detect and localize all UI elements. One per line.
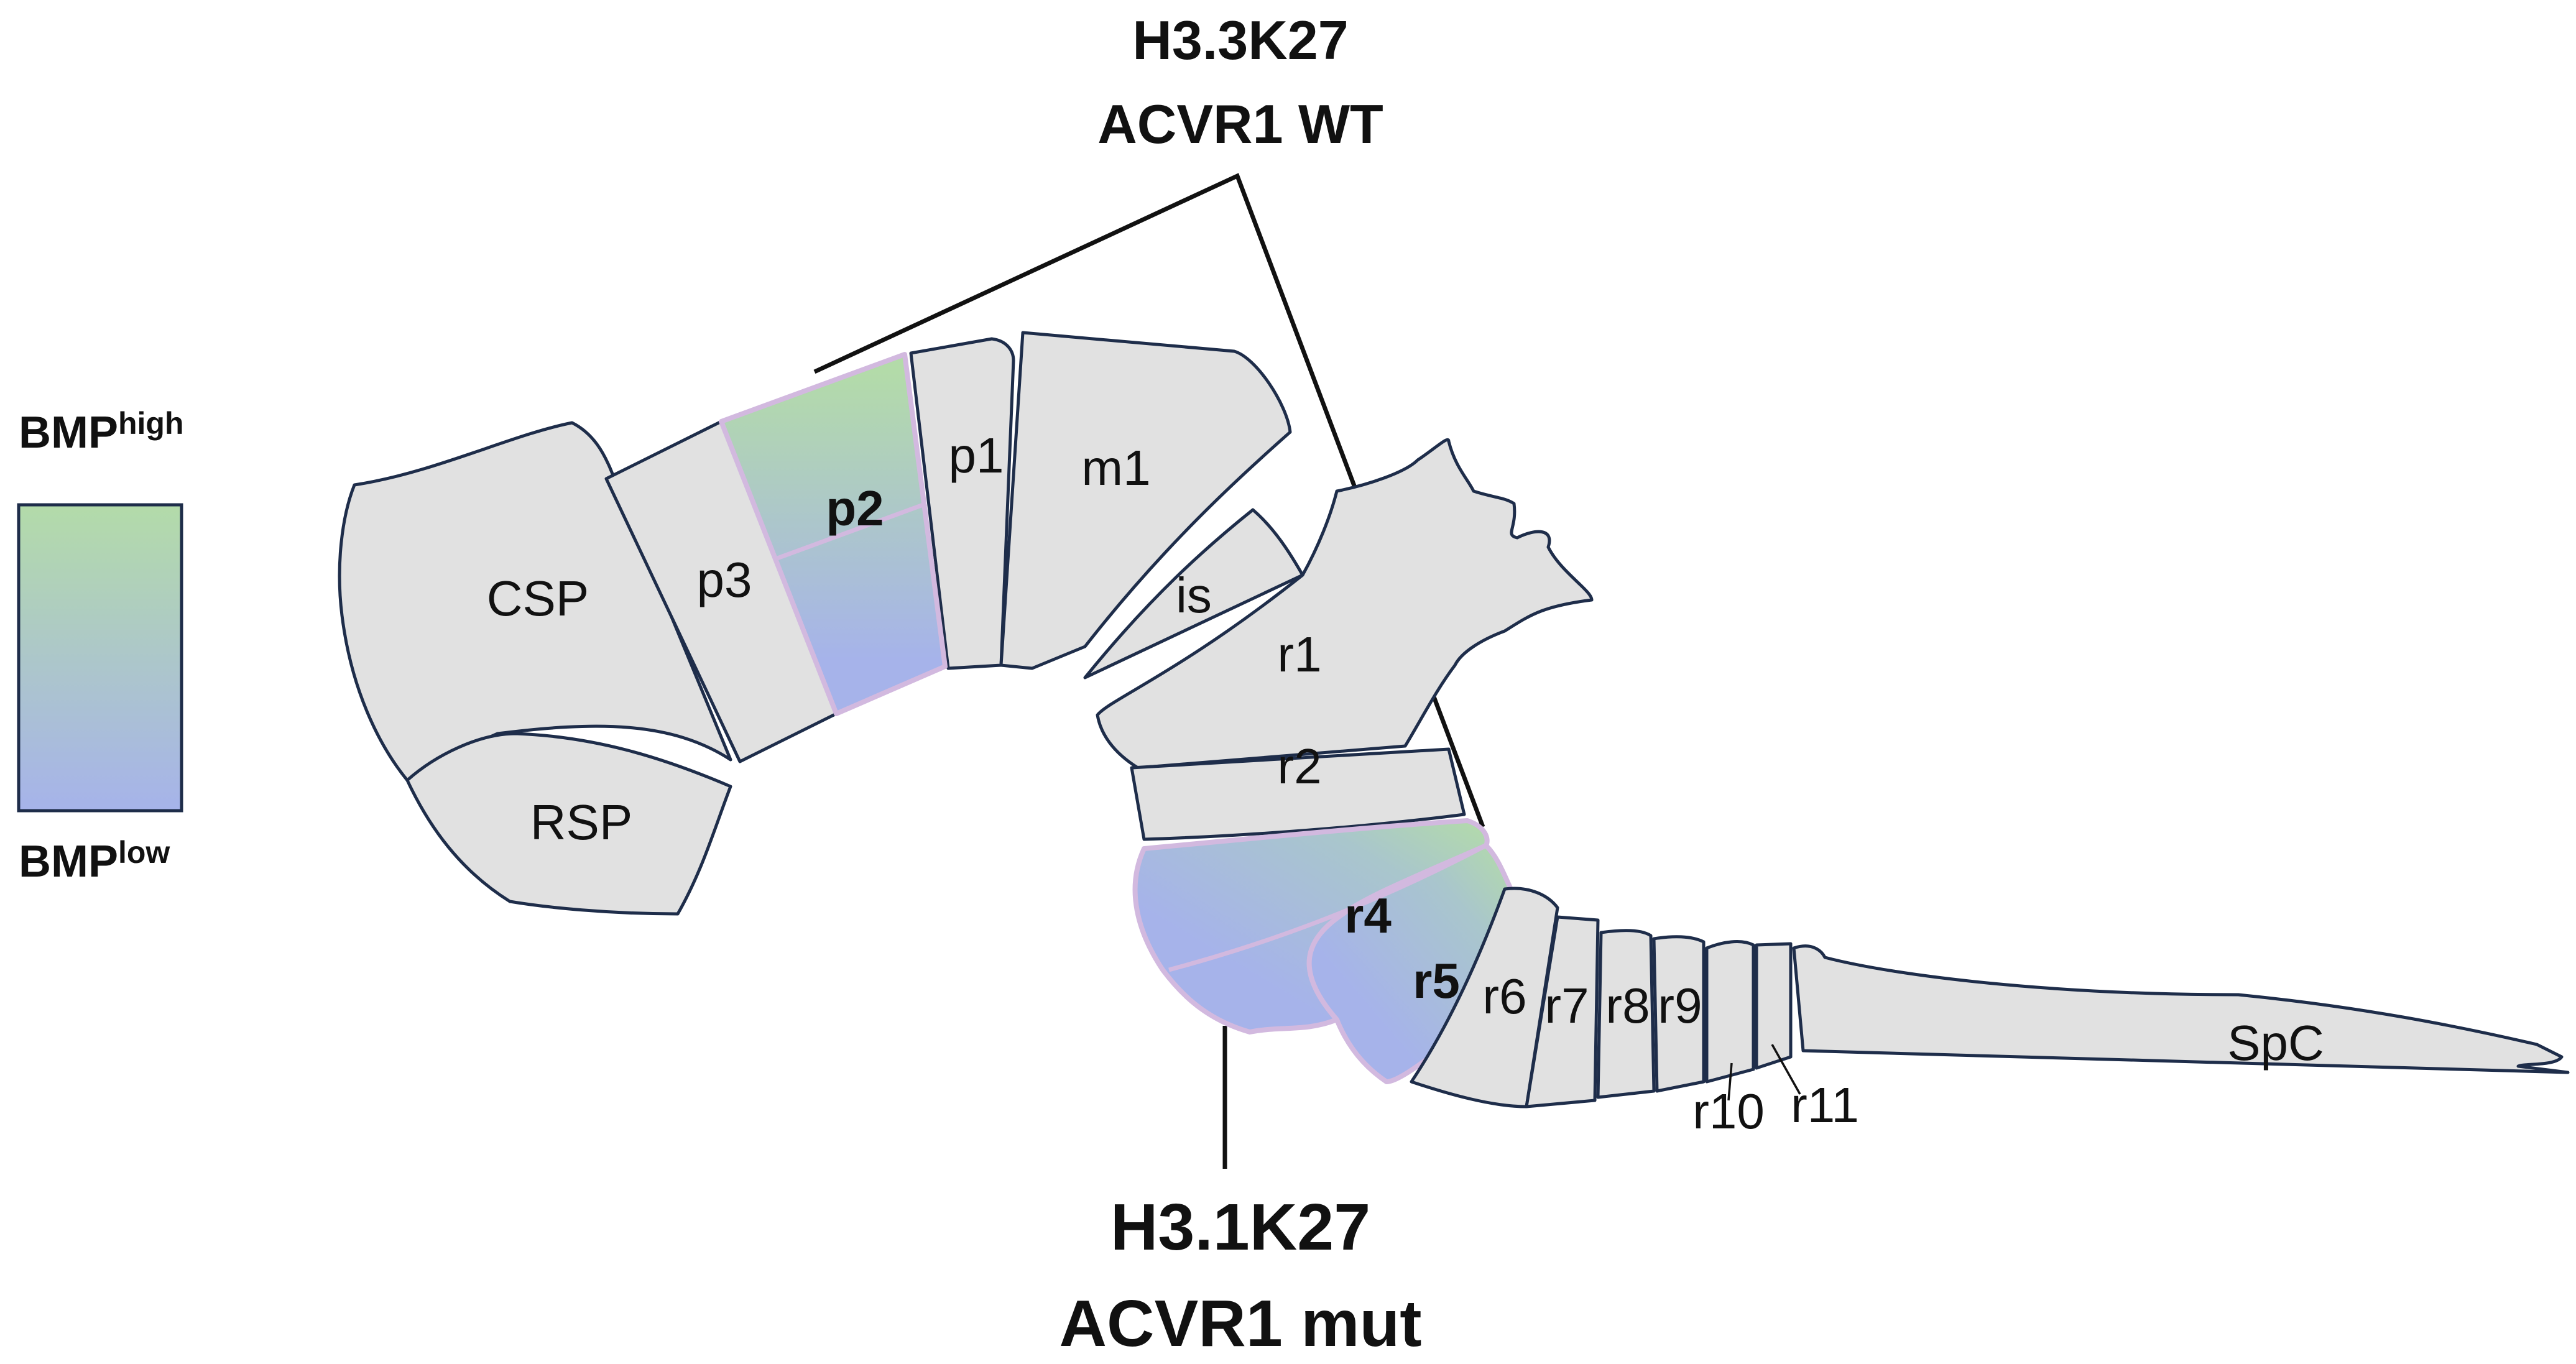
label-r1: r1 [1277, 627, 1321, 682]
label-r10: r10 [1692, 1084, 1765, 1139]
region-p1 [909, 337, 1015, 670]
top-annotation-line2: ACVR1 WT [1097, 93, 1383, 155]
label-r9: r9 [1658, 978, 1702, 1033]
region-csp [338, 421, 732, 782]
bottom-annotation-line1: H3.1K27 [1110, 1191, 1370, 1264]
bottom-annotation-line2: ACVR1 mut [1059, 1287, 1421, 1360]
bmp-legend: BMPhigh BMPlow [17, 406, 184, 887]
label-r4: r4 [1344, 888, 1392, 943]
top-annotation-line1: H3.3K27 [1132, 9, 1348, 71]
region-p2 [719, 352, 948, 716]
region-r10 [1705, 940, 1755, 1084]
p2-dorsal-boundary [776, 501, 928, 561]
label-r11: r11 [1791, 1077, 1859, 1133]
label-is: is [1176, 568, 1212, 623]
label-m1: m1 [1081, 440, 1150, 495]
region-spc [1792, 944, 2570, 1074]
legend-high-label: BMPhigh [19, 406, 184, 458]
r10-leader-line [1727, 1062, 1733, 1101]
region-r8 [1596, 929, 1656, 1099]
r11-leader-line [1771, 1044, 1801, 1095]
label-r8: r8 [1605, 978, 1650, 1033]
region-r9 [1652, 935, 1706, 1093]
label-csp: CSP [487, 571, 589, 626]
label-p1: p1 [949, 428, 1004, 483]
region-m1 [999, 331, 1292, 670]
region-r7 [1525, 915, 1600, 1108]
bmp-gradient-bar [17, 503, 183, 813]
region-r11 [1755, 942, 1793, 1070]
label-r6: r6 [1482, 969, 1526, 1024]
label-r5: r5 [1413, 953, 1460, 1008]
region-r2 [1130, 747, 1466, 841]
region-r6 [1410, 887, 1559, 1108]
region-r1 [1096, 438, 1594, 770]
region-is [1083, 508, 1304, 680]
label-rsp: RSP [530, 795, 633, 850]
label-r7: r7 [1544, 978, 1589, 1033]
region-rsp [405, 732, 732, 916]
r3-r4-boundary [1168, 843, 1487, 972]
label-r2: r2 [1277, 739, 1321, 794]
label-spc: SpC [2227, 1015, 2324, 1071]
legend-low-label: BMPlow [19, 835, 170, 887]
label-p2: p2 [826, 481, 884, 536]
label-p3: p3 [697, 552, 752, 607]
